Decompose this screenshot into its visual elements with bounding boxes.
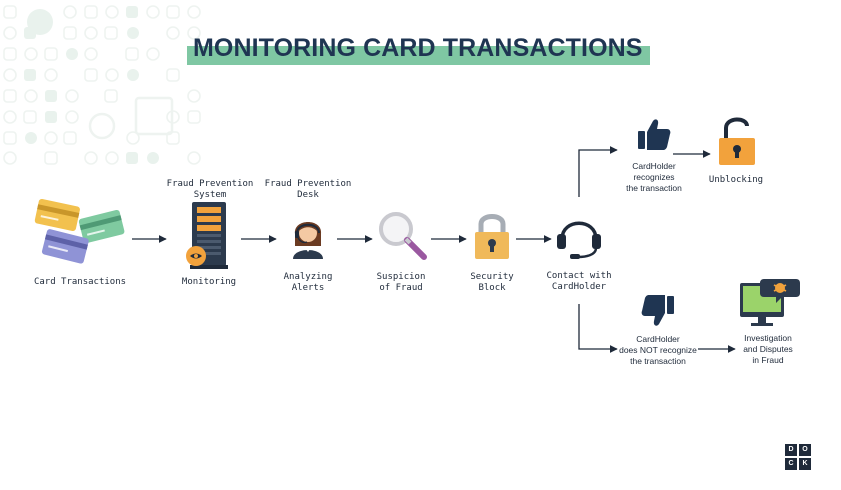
label-monitoring: Monitoring [181, 277, 237, 287]
label-cardholder-recognizes: CardHolder recognizes the transaction [626, 161, 682, 193]
logo-letter-d: D [785, 444, 797, 456]
server-icon [186, 202, 228, 269]
header-fraud-prevention-desk: Fraud Prevention Desk [264, 179, 352, 200]
label-security-block: Security Block [470, 272, 514, 293]
logo-letter-k: K [799, 458, 811, 470]
label-analyzing-alerts: Analyzing Alerts [283, 272, 333, 293]
logo-letter-o: O [799, 444, 811, 456]
logo-letter-c: C [785, 458, 797, 470]
label-cardholder-not-recognize: CardHolder does NOT recognize the transa… [619, 334, 697, 366]
label-unblocking: Unblocking [708, 175, 764, 185]
label-card-transactions: Card Transactions [33, 277, 127, 287]
arrow-contact-recognizes [578, 146, 618, 197]
credit-cards-icon [34, 198, 125, 264]
title-highlight-bar [187, 46, 650, 65]
magnifier-icon [379, 212, 427, 260]
agent-icon [293, 222, 323, 259]
label-suspicion-of-fraud: Suspicion of Fraud [376, 272, 426, 293]
open-lock-icon [719, 117, 755, 165]
thumbs-up-icon [638, 119, 671, 150]
label-investigation-disputes: Investigation and Disputes in Fraud [743, 333, 793, 365]
label-contact-cardholder: Contact with CardHolder [546, 271, 612, 292]
header-fraud-prevention-system: Fraud Prevention System [166, 179, 254, 200]
arrow-contact-not-recognize [578, 304, 618, 353]
monitor-alert-icon [740, 279, 800, 326]
headset-icon [557, 221, 601, 259]
dock-logo: D O C K [785, 444, 812, 471]
page-title: MONITORING CARD TRANSACTIONS [193, 34, 643, 62]
lock-icon [475, 214, 509, 259]
thumbs-down-icon [641, 295, 674, 326]
